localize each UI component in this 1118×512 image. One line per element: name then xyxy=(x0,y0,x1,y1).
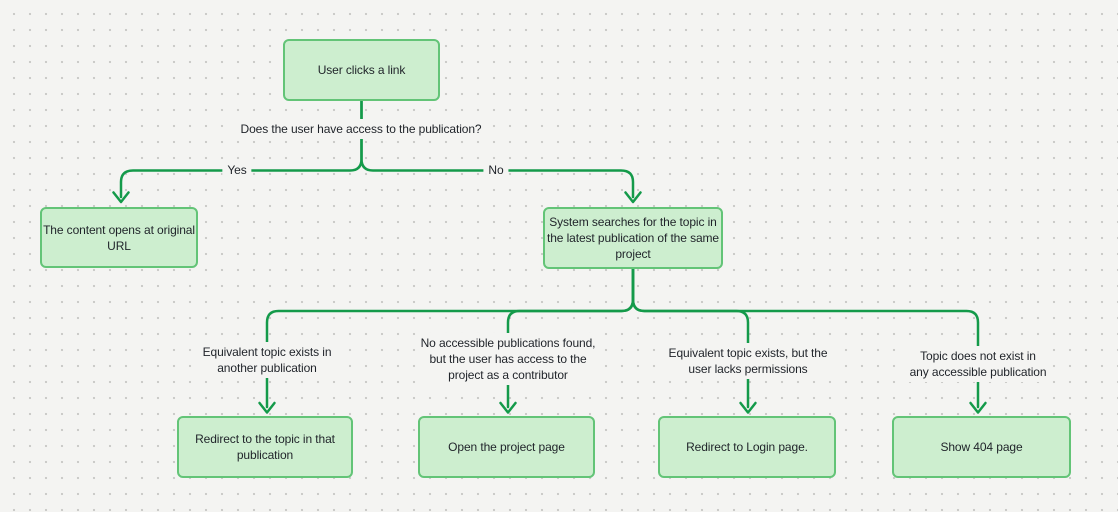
node-label-line: System searches for the topic in xyxy=(549,215,717,229)
node-user-clicks-link: User clicks a link xyxy=(283,39,440,101)
node-system-searches-topic: System searches for the topic in the lat… xyxy=(543,207,723,269)
node-label-line: Redirect to Login page. xyxy=(686,440,808,454)
edge-label-line: but the user has access to the xyxy=(429,352,587,366)
edge-label-line: any accessible publication xyxy=(909,365,1047,379)
edge-label-line: Does the user have access to the publica… xyxy=(240,122,482,136)
node-label-line: publication xyxy=(236,448,294,462)
arrowhead-open-project xyxy=(499,401,517,414)
node-open-project-page: Open the project page xyxy=(418,416,595,478)
edge-label-yes: Yes xyxy=(222,160,252,180)
edge-label-access-question: Does the user have access to the publica… xyxy=(235,119,487,139)
edge-branch-redirect-login-path xyxy=(631,267,750,409)
edge-label-line: No accessible publications found, xyxy=(420,336,596,350)
arrowhead-no xyxy=(624,191,642,204)
edge-label-lacks-permissions: Equivalent topic exists, but the user la… xyxy=(663,343,833,379)
node-label-line: the latest publication of the same xyxy=(546,231,720,245)
node-label-line: URL xyxy=(107,238,131,253)
arrowhead-yes xyxy=(112,191,130,204)
edge-label-line: Yes xyxy=(227,163,247,177)
edge-label-equivalent-topic-exists: Equivalent topic exists in another publi… xyxy=(197,342,337,378)
edge-label-line: another publication xyxy=(217,361,317,375)
edge-label-no: No xyxy=(483,160,509,180)
arrowhead-show-404 xyxy=(969,401,987,414)
node-show-404-page: Show 404 page xyxy=(892,416,1071,478)
edge-label-line: project as a contributor xyxy=(448,368,568,382)
arrowhead-redirect-login xyxy=(739,401,757,414)
node-label-line: Open the project page xyxy=(448,440,565,454)
node-label-line: User clicks a link xyxy=(317,63,406,77)
arrowhead-redirect-topic xyxy=(258,401,276,414)
node-redirect-login-page: Redirect to Login page. xyxy=(658,416,836,478)
edge-label-line: user lacks permissions xyxy=(688,362,808,376)
edge-label-line: Topic does not exist in xyxy=(920,349,1036,363)
edge-label-no-accessible-publications: No accessible publications found, but th… xyxy=(415,333,601,385)
node-label-line: The content opens at original xyxy=(43,222,195,237)
edge-label-line: Equivalent topic exists in xyxy=(202,345,332,359)
node-label-line: Show 404 page xyxy=(940,440,1023,454)
node-label-line: project xyxy=(615,247,651,261)
edge-branch-show-404-path xyxy=(631,267,980,409)
node-content-opens-original-url: The content opens at original URL xyxy=(40,207,198,268)
edge-yes-path xyxy=(119,99,363,199)
node-label-line: Redirect to the topic in that xyxy=(195,432,335,446)
edge-label-line: Equivalent topic exists, but the xyxy=(668,346,828,360)
node-redirect-topic-publication: Redirect to the topic in that publicatio… xyxy=(177,416,353,478)
edge-no-path xyxy=(360,99,635,199)
edge-label-line: No xyxy=(488,163,504,177)
edge-label-topic-not-exist: Topic does not exist in any accessible p… xyxy=(904,346,1052,382)
